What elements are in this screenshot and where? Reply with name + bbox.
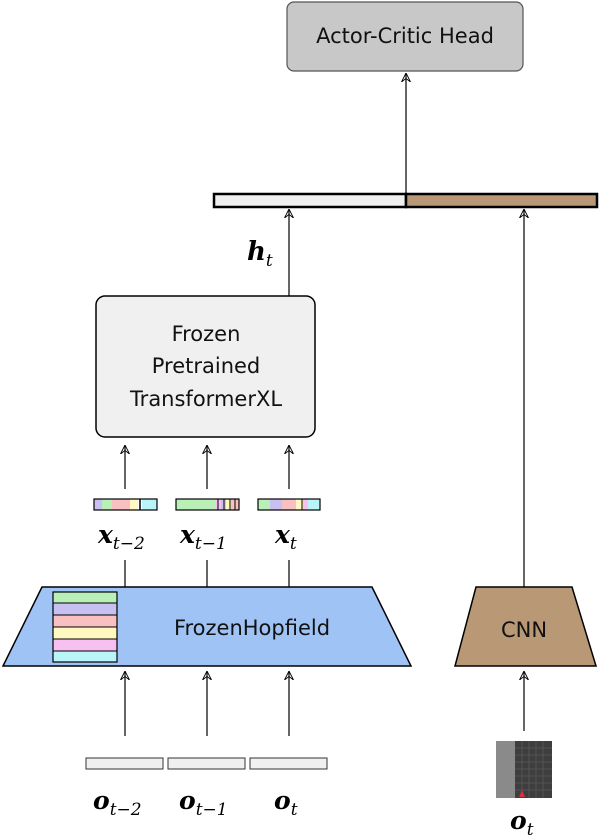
agent-marker <box>519 790 525 797</box>
segment <box>258 499 270 510</box>
hopfield-block: FrozenHopfield <box>1 586 413 667</box>
concat-vector <box>212 192 599 209</box>
memory-row <box>53 651 117 662</box>
concat-left-half <box>212 192 408 209</box>
embedding-x-tm2 <box>93 498 158 511</box>
embedding-border <box>93 498 158 511</box>
observation-bar-t <box>249 757 328 770</box>
o-t-image-label: ot <box>510 806 534 836</box>
segment <box>94 499 102 510</box>
transformer-box <box>95 295 316 438</box>
observation-image <box>496 741 552 798</box>
segment <box>176 499 216 510</box>
segment <box>308 499 320 510</box>
actor-critic-head: Actor-Critic Head <box>286 1 524 72</box>
concat-right-half <box>404 192 599 209</box>
o-tm2-label: ot−2 <box>93 786 142 820</box>
segment <box>270 499 282 510</box>
cnn-shape <box>454 586 598 667</box>
memory-row <box>53 639 117 651</box>
memory-row <box>53 603 117 615</box>
image-wall <box>496 741 515 798</box>
segment <box>226 499 231 510</box>
hopfield-memory-stack <box>52 591 118 663</box>
segment <box>142 499 157 510</box>
x-t-label: xt <box>274 520 297 554</box>
embedding-border <box>175 498 240 511</box>
actor-critic-box <box>286 1 524 72</box>
hidden-state-label: ht <box>247 237 273 271</box>
x-tm2-label: xt−2 <box>97 520 145 554</box>
segment <box>130 499 138 510</box>
transformer-block: Frozen Pretrained TransformerXL <box>95 295 316 438</box>
actor-critic-label: Actor-Critic Head <box>316 24 494 48</box>
o-tm1-label: ot−1 <box>179 786 228 820</box>
transformer-label-line3: TransformerXL <box>129 387 282 411</box>
segment <box>303 499 308 510</box>
observation-bar-tm1 <box>167 757 246 770</box>
segment <box>102 499 112 510</box>
observation-bar-tm2 <box>85 757 164 770</box>
embedding-x-tm1 <box>175 498 240 511</box>
x-tm1-label: xt−1 <box>179 520 227 554</box>
memory-row <box>53 592 117 603</box>
embedding-border <box>257 498 321 511</box>
embedding-x-t <box>257 498 321 511</box>
segment <box>296 499 303 510</box>
memory-row <box>53 615 117 627</box>
cnn-block: CNN <box>454 586 598 667</box>
transformer-label-line1: Frozen <box>172 322 241 346</box>
transformer-label-line2: Pretrained <box>152 354 261 378</box>
segment <box>282 499 296 510</box>
segment <box>112 499 130 510</box>
o-t-label: ot <box>274 786 298 820</box>
hopfield-label: FrozenHopfield <box>174 616 330 640</box>
memory-row <box>53 627 117 639</box>
cnn-label: CNN <box>501 618 547 642</box>
